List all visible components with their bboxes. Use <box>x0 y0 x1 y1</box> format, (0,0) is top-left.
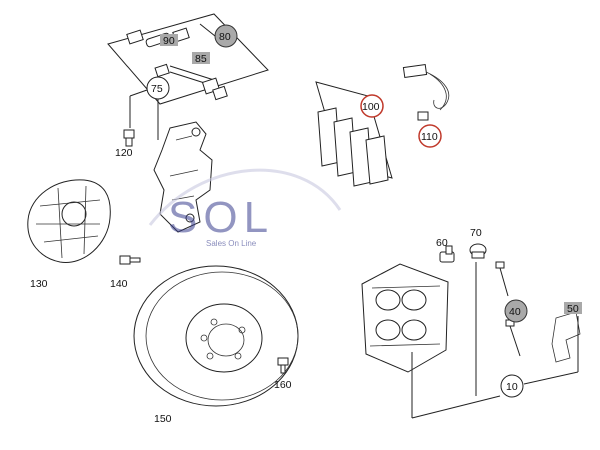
callout-70: 70 <box>470 227 482 239</box>
bolt-140: 140 <box>110 255 141 290</box>
badge-90 <box>160 34 178 46</box>
callout-140: 140 <box>110 278 128 290</box>
highlight-ring-110 <box>418 124 442 148</box>
highlight-ring-100 <box>360 94 384 118</box>
callout-40: 40 <box>509 306 521 318</box>
brake-disc-150: 150 <box>133 265 299 425</box>
callout-130: 130 <box>30 278 48 290</box>
spring-clip-50: 50 <box>551 302 582 363</box>
callout-10: 10 <box>506 381 518 393</box>
badge-40 <box>504 299 528 323</box>
watermark-subtitle: Sales On Line <box>206 239 257 248</box>
bolt-120: 120 <box>115 129 135 159</box>
dust-shield-130: 130 <box>27 179 111 290</box>
brake-caliper <box>361 263 449 373</box>
callout-85: 85 <box>195 53 207 65</box>
sol-watermark-logo: SOL Sales On Line <box>148 168 342 248</box>
group-outline-80 <box>107 13 269 105</box>
screw-160: 160 <box>274 357 292 391</box>
callout-150: 150 <box>154 413 172 425</box>
callout-160: 160 <box>274 379 292 391</box>
callout-50: 50 <box>567 303 579 315</box>
guide-pin-upper <box>126 27 190 48</box>
callout-75: 75 <box>151 83 163 95</box>
repair-kit-10: 10 <box>411 262 579 419</box>
guide-pin-assembly: 90 85 80 75 <box>107 13 269 140</box>
badge-50 <box>564 302 582 314</box>
callout-100: 100 <box>362 101 380 113</box>
callout-80: 80 <box>219 31 231 43</box>
callout-110: 110 <box>421 131 438 143</box>
callout-90: 90 <box>163 35 175 47</box>
badge-85 <box>192 52 210 64</box>
guide-pin-lower <box>154 63 228 101</box>
watermark-title: SOL <box>168 193 274 242</box>
brake-pads-100: 100 <box>315 81 393 187</box>
bleed-screw-60: 60 <box>436 237 455 263</box>
callout-120: 120 <box>115 147 133 159</box>
badge-10 <box>500 374 524 398</box>
cap-70: 70 <box>469 227 487 259</box>
wear-sensor-110: 110 <box>402 63 450 148</box>
pins-40: 40 <box>495 261 528 357</box>
callout-60: 60 <box>436 237 448 249</box>
